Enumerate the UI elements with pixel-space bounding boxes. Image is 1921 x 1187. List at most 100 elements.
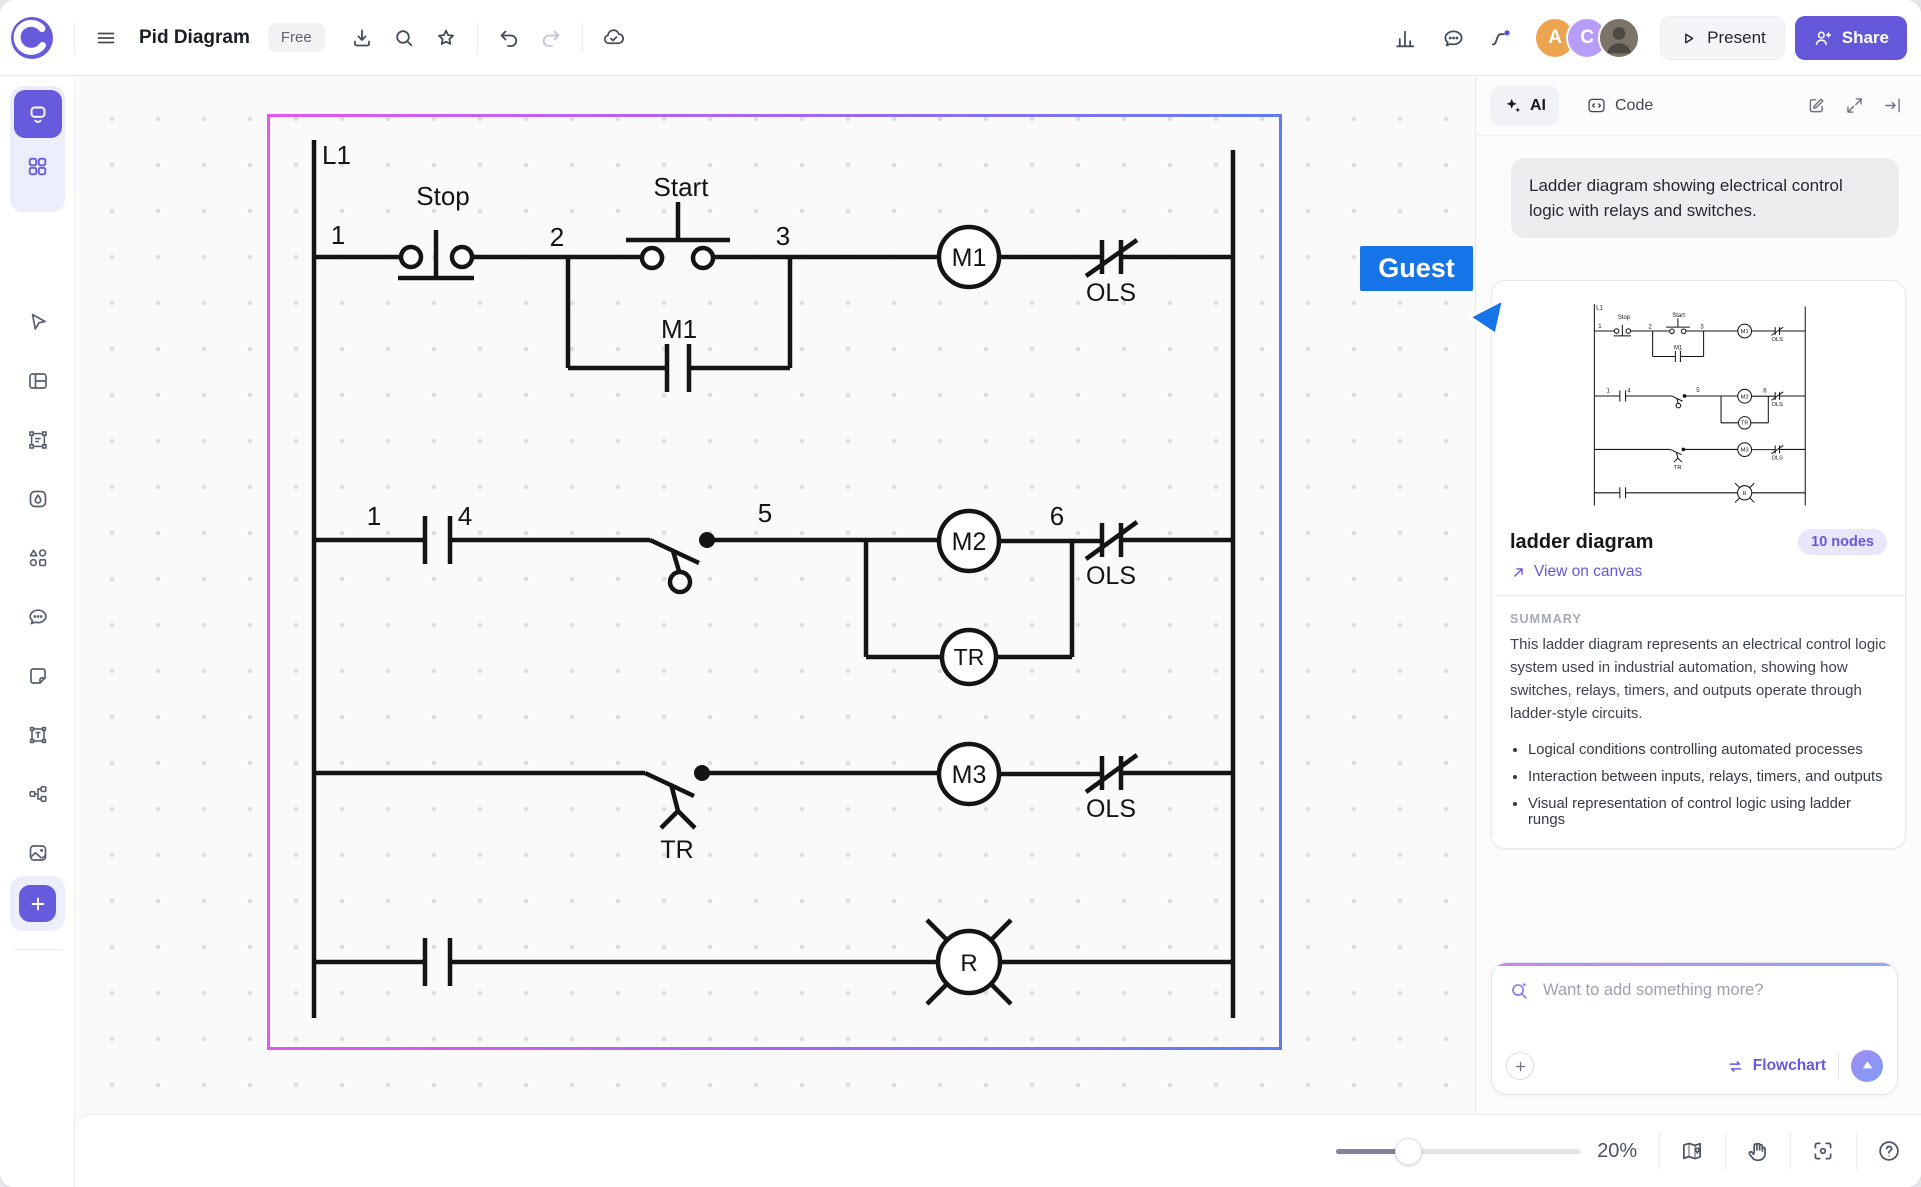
view-on-canvas-label: View on canvas <box>1534 563 1642 581</box>
summary-text: This ladder diagram represents an electr… <box>1492 634 1905 725</box>
canvas-tool-icon <box>25 101 51 127</box>
selection-rectangle[interactable] <box>267 114 1282 1050</box>
sticky-note-button[interactable] <box>14 652 62 700</box>
help-icon <box>1876 1138 1902 1164</box>
tab-ai[interactable]: AI <box>1490 86 1559 126</box>
arrow-up-right-icon <box>1510 564 1527 581</box>
frame-icon <box>26 428 50 452</box>
divider <box>1838 1053 1839 1079</box>
document-title[interactable]: Pid Diagram <box>139 27 250 49</box>
portrait-photo <box>1600 17 1638 59</box>
send-arrow-icon <box>1860 1059 1875 1074</box>
chat-input[interactable] <box>1543 981 1881 1000</box>
stats-chart-button[interactable] <box>1386 19 1424 57</box>
card-title: ladder diagram <box>1510 531 1653 554</box>
summary-bullet: Logical conditions controlling automated… <box>1528 742 1887 758</box>
plan-badge: Free <box>268 23 325 52</box>
comment-icon <box>26 605 50 629</box>
pan-hand-button[interactable] <box>1726 1129 1790 1173</box>
bottom-toolbar: 20% <box>75 1115 1921 1187</box>
summary-bullets: Logical conditions controlling automated… <box>1492 742 1905 828</box>
cursor-icon <box>26 310 50 334</box>
collapse-panel-button[interactable] <box>1877 91 1907 121</box>
zoom-to-fit-button[interactable] <box>1791 1129 1855 1173</box>
shape-icon <box>26 487 50 511</box>
sticky-note-icon <box>26 664 50 688</box>
hand-icon <box>1745 1138 1771 1164</box>
activity-notifications-button[interactable] <box>1482 19 1520 57</box>
avatar-initial: C <box>1580 27 1594 49</box>
expand-button[interactable] <box>1839 91 1869 121</box>
send-button[interactable] <box>1851 1050 1883 1082</box>
frame-tool-button[interactable] <box>14 416 62 464</box>
apps-grid-button[interactable] <box>14 142 62 190</box>
present-button[interactable]: Present <box>1660 16 1785 60</box>
text-icon <box>26 723 50 747</box>
divider <box>74 23 75 53</box>
search-button[interactable] <box>385 19 423 57</box>
comments-button[interactable] <box>1434 19 1472 57</box>
present-label: Present <box>1707 28 1766 48</box>
user-prompt-message: Ladder diagram showing electrical contro… <box>1511 158 1899 238</box>
guest-cursor-icon <box>1460 290 1520 350</box>
summary-bullet: Visual representation of control logic u… <box>1528 796 1887 828</box>
play-icon <box>1679 29 1698 48</box>
collaborator-avatars: A C <box>1544 17 1640 59</box>
diagram-result-card: ladder diagram 10 nodes View on canvas S… <box>1491 280 1906 848</box>
swap-icon <box>1726 1057 1745 1076</box>
mode-flowchart-button[interactable]: Flowchart <box>1726 1057 1826 1076</box>
share-button[interactable]: Share <box>1795 16 1907 60</box>
divider <box>13 949 63 950</box>
add-button[interactable] <box>19 885 56 922</box>
map-icon <box>1679 1138 1705 1164</box>
undo-button[interactable] <box>490 19 528 57</box>
summary-bullet: Interaction between inputs, relays, time… <box>1528 769 1887 785</box>
edit-button[interactable] <box>1801 91 1831 121</box>
view-on-canvas-link[interactable]: View on canvas <box>1492 555 1905 595</box>
shapes-library-button[interactable] <box>14 534 62 582</box>
magic-search-icon <box>1508 979 1531 1002</box>
text-tool-button[interactable] <box>14 711 62 759</box>
redo-button[interactable] <box>532 19 570 57</box>
divider <box>477 23 478 53</box>
share-label: Share <box>1842 28 1889 48</box>
shapes-icon <box>26 546 50 570</box>
zoom-slider[interactable] <box>1336 1149 1581 1154</box>
menu-hamburger-button[interactable] <box>87 19 125 57</box>
apps-grid-icon <box>25 154 50 179</box>
app-logo-icon[interactable] <box>10 16 54 60</box>
ai-chat-composer: Flowchart <box>1491 962 1898 1095</box>
focus-icon <box>1810 1138 1836 1164</box>
plus-icon <box>1513 1059 1528 1074</box>
nodes-count-badge: 10 nodes <box>1798 529 1887 555</box>
guest-collaborator-label: Guest <box>1360 246 1473 291</box>
tab-ai-label: AI <box>1530 97 1546 115</box>
panel-header: AI Code <box>1476 76 1921 136</box>
connector-icon <box>26 782 50 806</box>
layout-tool-button[interactable] <box>14 357 62 405</box>
image-tool-button[interactable] <box>14 829 62 877</box>
avatar-photo[interactable] <box>1598 17 1640 59</box>
help-button[interactable] <box>1857 1129 1921 1173</box>
download-button[interactable] <box>343 19 381 57</box>
ai-panel: AI Code Ladder diagram showing electrica… <box>1475 76 1921 1115</box>
cloud-sync-icon[interactable] <box>595 19 633 57</box>
favorite-star-button[interactable] <box>427 19 465 57</box>
canvas-tool-button[interactable] <box>14 90 62 138</box>
comment-tool-button[interactable] <box>14 593 62 641</box>
code-icon <box>1586 95 1607 116</box>
attach-plus-button[interactable] <box>1506 1052 1534 1080</box>
zoom-slider-handle[interactable] <box>1395 1138 1422 1165</box>
connector-tool-button[interactable] <box>14 770 62 818</box>
plus-icon <box>28 894 48 914</box>
layout-icon <box>26 369 50 393</box>
tab-code[interactable]: Code <box>1573 86 1666 126</box>
minimap-button[interactable] <box>1660 1129 1724 1173</box>
diagram-thumbnail[interactable] <box>1492 281 1905 521</box>
select-cursor-button[interactable] <box>14 298 62 346</box>
image-icon <box>26 841 50 865</box>
tool-sidebar <box>0 76 75 1187</box>
shape-tool-button[interactable] <box>14 475 62 523</box>
zoom-level: 20% <box>1597 1140 1637 1163</box>
